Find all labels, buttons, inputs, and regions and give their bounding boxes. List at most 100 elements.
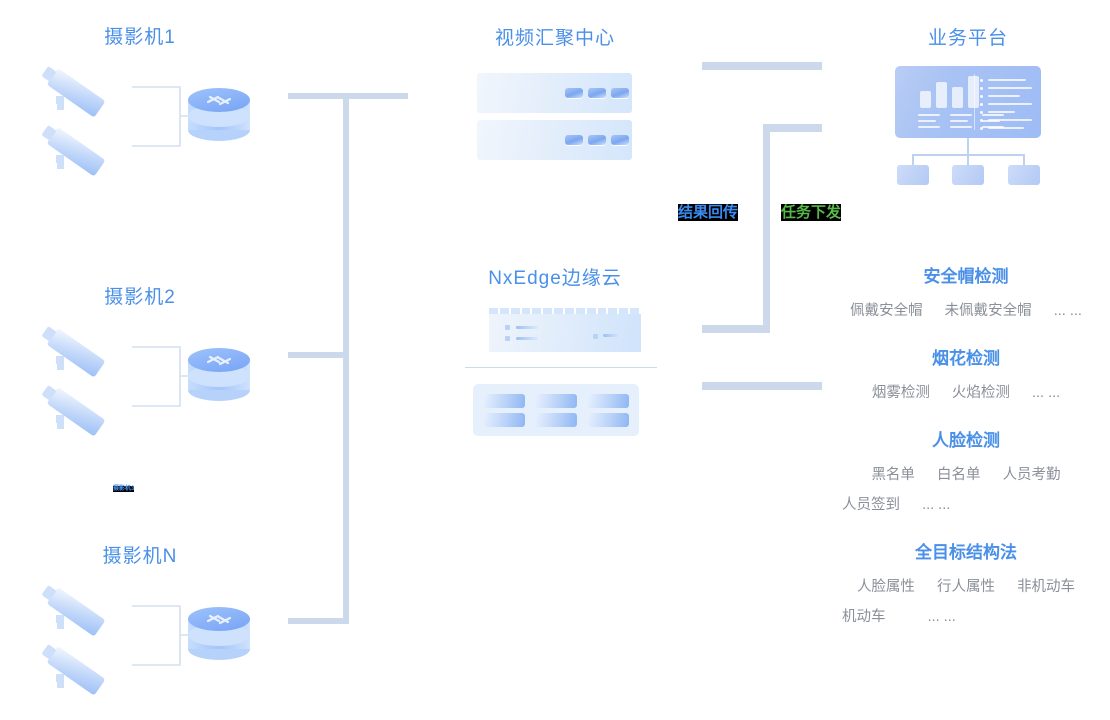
rack-cell [535,393,577,408]
dashboard-list-dot [980,127,984,131]
left-bus-vertical [343,93,349,624]
capability-tag: 烟雾检测 [871,385,930,401]
capability-block-structure: 全目标结构法 人脸属性 行人属性 非机动车 机动车 ... ... [832,538,1100,626]
capability-tag-row: 人员签到 ... ... [832,493,1100,514]
video-center-led [611,88,629,98]
capability-tag: ... ... [1031,385,1061,401]
capability-tag: ... ... [1053,303,1082,319]
dashboard-tick [982,125,1004,128]
capability-tag-row: 人脸属性 行人属性 非机动车 [832,575,1100,596]
rack-cell [483,393,525,408]
dashboard-tick [918,113,940,116]
capability-tag-row: 机动车 ... ... [832,605,1100,626]
capability-tag: 未佩戴安全帽 [944,303,1032,319]
camera-group-1 [40,58,270,183]
capability-block-firework: 烟花检测 烟雾检测 火焰检测 ... ... [832,344,1100,402]
dashboard-tick [918,119,936,122]
capability-block-face: 人脸检测 黑名单 白名单 人员考勤 人员签到 ... ... [832,426,1100,514]
camera-group-title-2: 摄影机2 [104,287,176,308]
nxedge-vent-teeth [489,308,641,314]
right-connector-upper-arm [763,124,822,132]
capability-tag-row: 烟雾检测 火焰检测 ... ... [832,381,1100,402]
capability-tag: 火焰检测 [951,385,1010,401]
right-connector-bottom-stub [702,382,822,390]
rack-cell [587,393,629,408]
camera-group-svg-2 [42,326,250,436]
dashboard-list-dot [980,79,984,83]
camera-group-svg-n [42,585,250,695]
video-center-led [565,88,583,98]
dashboard-list-line [988,103,1032,106]
nxedge-separator [465,367,657,368]
dashboard-list-line [988,111,1015,114]
dashboard-list-dot [980,95,984,99]
platform-dashboard-screen [895,66,1041,138]
business-platform-graphic [895,66,1041,185]
video-center-unit-1 [477,73,632,113]
rack-column [535,393,577,427]
dashboard-list-line [988,119,1032,122]
capability-title: 安全帽检测 [923,267,1009,286]
camera-micro-label: 摄影机3 [113,483,135,492]
platform-node [1008,165,1040,185]
dashboard-tick [950,119,968,122]
capability-tag: 人脸属性 [856,579,915,595]
right-connector-lower-arm [702,325,770,333]
capability-tag-row: 佩戴安全帽 未佩戴安全帽 ... ... [832,299,1100,320]
nxedge-server-rack [473,384,639,436]
camera-group-svg-1 [42,66,250,176]
platform-tree-drop [912,154,914,165]
camera-group-2 [40,318,270,443]
capability-tag: 行人属性 [937,579,995,595]
camera-group-title-1: 摄影机1 [104,27,176,48]
video-center-led [588,88,606,98]
rack-cell [535,412,577,427]
rack-column [483,393,525,427]
capability-tag-row: 黑名单 白名单 人员考勤 [832,463,1100,484]
link-label-task-dispatch-text: 任务下发 [781,204,842,221]
dashboard-tick [950,113,972,116]
capability-tag: ... ... [922,497,951,513]
capability-title: 全目标结构法 [915,543,1017,562]
camera-group-n [40,577,270,702]
nxedge-indicator [593,334,598,339]
capability-title: 烟花检测 [932,349,1000,368]
dashboard-divider [974,74,975,130]
capability-tag: ... ... [927,609,956,625]
dashboard-bar [952,87,963,108]
camera-micro-label-text: 摄影机3 [113,486,135,492]
video-center-led [565,135,583,145]
dashboard-list-line [988,127,1024,130]
nxedge-indicator [505,336,510,341]
capability-tag: 机动车 [842,609,886,625]
link-label-task-dispatch: 任务下发 [781,200,842,223]
dashboard-tick [982,113,1004,116]
nxedge-indicator [505,325,510,330]
rack-cell [587,412,629,427]
dashboard-list-line [988,87,1032,90]
nxedge-title: NxEdge边缘云 [488,268,622,289]
capability-tag: 白名单 [937,467,981,483]
dashboard-list-dot [980,119,984,123]
capability-tag: 人员签到 [842,497,900,513]
left-bus-branch-bottom [288,618,349,624]
video-center-led [588,135,606,145]
dashboard-bar [936,82,947,108]
capability-tag: 黑名单 [871,467,915,483]
capability-tag: 人员考勤 [1002,467,1061,483]
platform-node [952,165,984,185]
dashboard-list-dot [980,87,984,91]
video-center-led [611,135,629,145]
dashboard-tick [918,125,940,128]
nxedge-slot [516,337,538,340]
video-center-device-stack [477,73,632,160]
platform-node [897,165,929,185]
nxedge-appliance [489,308,641,352]
capability-tag: 非机动车 [1017,579,1076,595]
link-label-result-return-text: 结果回传 [678,204,739,221]
left-bus-branch-mid [288,352,349,358]
dashboard-bar [920,91,931,108]
dashboard-tick [950,125,972,128]
nxedge-body [489,314,641,352]
